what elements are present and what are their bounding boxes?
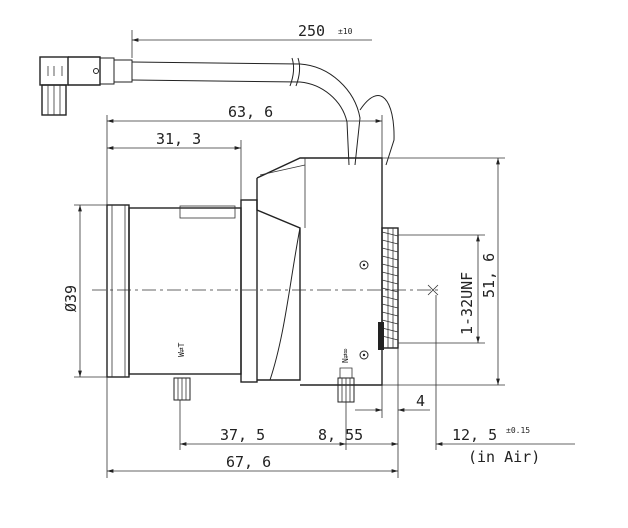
flange-step-dimension: 4 — [355, 348, 430, 450]
svg-text:63, 6: 63, 6 — [228, 103, 273, 121]
svg-text:±0.15: ±0.15 — [506, 426, 530, 435]
front-barrel-dimension: 31, 3 — [107, 130, 242, 200]
svg-text:12, 5: 12, 5 — [452, 426, 497, 444]
thread-dimension: 1-32UNF — [398, 234, 485, 344]
svg-text:(in Air): (in Air) — [468, 448, 540, 466]
svg-text:67, 6: 67, 6 — [226, 453, 271, 471]
overall-length-dimension: 67, 6 — [106, 377, 399, 478]
svg-text:8, 55: 8, 55 — [318, 426, 363, 444]
height-dimension: 51, 6 — [382, 157, 505, 386]
near-far-label: N⇄∞ — [341, 348, 350, 363]
diameter-dimension: Ø39 — [62, 204, 107, 378]
wide-tele-label: W⇄T — [177, 342, 186, 357]
svg-text:Ø39: Ø39 — [62, 285, 80, 312]
cable — [131, 57, 395, 166]
cable-length-dimension: 250 ±10 — [131, 22, 372, 58]
lens-body — [106, 157, 399, 403]
svg-text:4: 4 — [416, 392, 425, 410]
mount-dimensions: 37, 5 8, 55 12, 5 ±0.15 (in Air) — [179, 295, 575, 466]
svg-text:±10: ±10 — [338, 27, 353, 36]
svg-text:51, 6: 51, 6 — [480, 253, 498, 298]
svg-text:250: 250 — [298, 22, 325, 40]
overall-to-flange-dimension: 63, 6 — [106, 103, 383, 205]
svg-text:31, 3: 31, 3 — [156, 130, 201, 148]
svg-text:1-32UNF: 1-32UNF — [458, 272, 476, 335]
cable-connector — [39, 56, 133, 116]
svg-text:37, 5: 37, 5 — [220, 426, 265, 444]
